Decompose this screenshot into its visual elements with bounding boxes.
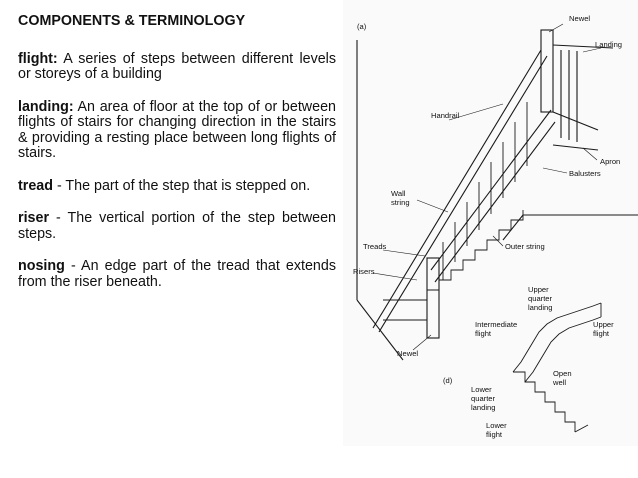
label-treads: Treads	[363, 242, 387, 251]
term-definition: A series of steps between different leve…	[18, 50, 336, 82]
leader-lines	[372, 23, 602, 351]
label-intermediate-flight-line2: flight	[475, 329, 492, 338]
label-newel-bottom: Newel	[397, 349, 418, 358]
newel-post-top	[540, 29, 554, 113]
label-newel-top: Newel	[569, 14, 590, 23]
term-label: riser	[18, 210, 50, 226]
stair-treads	[383, 210, 524, 301]
term-label: tread	[18, 177, 53, 194]
term-riser: riser - The vertical portion of the step…	[18, 210, 336, 242]
term-definition: An area of floor at the top of or betwee…	[18, 98, 336, 161]
section-heading: COMPONENTS & TERMINOLOGY	[18, 13, 246, 29]
terminology-text: COMPONENTS & TERMINOLOGY flight: A serie…	[18, 13, 336, 307]
label-landing: Landing	[595, 40, 622, 49]
label-upper-quarter-landing-line1: Upper	[528, 285, 549, 294]
term-label: nosing	[18, 258, 65, 274]
label-upper-quarter-landing-line3: landing	[528, 303, 553, 312]
figure-label-d: (d)	[443, 376, 453, 385]
label-lower-quarter-landing-line2: quarter	[471, 394, 496, 403]
term-landing: landing: An area of floor at the top of …	[18, 98, 336, 162]
label-balusters: Balusters	[569, 169, 601, 178]
label-intermediate-flight-line1: Intermediate	[475, 320, 517, 329]
landing-rail	[552, 44, 614, 49]
label-handrail: Handrail	[431, 111, 460, 120]
label-risers: Risers	[353, 267, 375, 276]
label-wall-string-line1: Wall	[391, 189, 406, 198]
floor-edge-line	[502, 214, 524, 241]
apron-line	[552, 111, 599, 131]
term-definition: - An edge part of the tread that extends…	[18, 258, 336, 290]
term-nosing: nosing - An edge part of the tread that …	[18, 258, 336, 290]
handrail-line	[372, 49, 542, 329]
label-upper-flight-line2: flight	[593, 329, 610, 338]
label-outer-string: Outer string	[505, 242, 545, 251]
term-definition: - The part of the step that is stepped o…	[52, 177, 311, 194]
term-definition: - The vertical portion of the step betwe…	[18, 210, 336, 242]
term-flight: flight: A series of steps between differ…	[18, 50, 336, 83]
small-stair-diagram	[512, 302, 602, 433]
term-label: flight:	[18, 50, 58, 67]
label-upper-flight-line1: Upper	[593, 320, 614, 329]
handrail-line	[378, 55, 548, 333]
label-lower-flight-line1: Lower	[486, 421, 507, 430]
baluster-group	[442, 102, 528, 280]
label-apron: Apron	[600, 157, 620, 166]
term-label: landing:	[18, 98, 74, 115]
staircase-figure: (a) Newel Landing Handrail Apron Baluste…	[343, 0, 638, 446]
label-open-well-line2: well	[552, 378, 566, 387]
label-lower-flight-line2: flight	[486, 430, 503, 439]
label-upper-quarter-landing-line2: quarter	[528, 294, 553, 303]
apron-line	[552, 144, 599, 151]
figure-label-a: (a)	[357, 22, 367, 31]
newel-post-bottom	[426, 257, 440, 339]
label-lower-quarter-landing-line1: Lower	[471, 385, 492, 394]
outer-string-line	[434, 121, 556, 283]
label-wall-string-line2: string	[391, 198, 410, 207]
staircase-drawing: (a) Newel Landing Handrail Apron Baluste…	[353, 14, 638, 439]
label-lower-quarter-landing-line3: landing	[471, 403, 496, 412]
term-tread: tread - The part of the step that is ste…	[18, 177, 336, 195]
label-open-well-line1: Open	[553, 369, 572, 378]
